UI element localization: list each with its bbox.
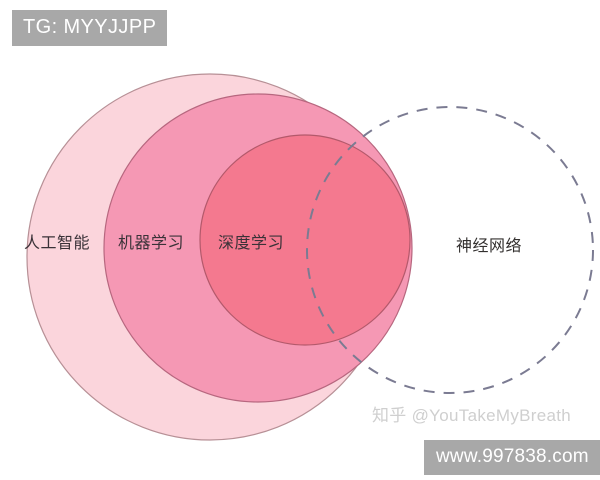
watermark-zhihu-author: 知乎 @YouTakeMyBreath <box>372 406 572 425</box>
label-machine-learning: 机器学习 <box>118 235 185 252</box>
watermark-site-url: www.997838.com <box>424 440 600 475</box>
label-artificial-intelligence: 人工智能 <box>24 235 91 252</box>
watermark-telegram: TG: MYYJJPP <box>12 10 168 46</box>
label-neural-networks: 神经网络 <box>456 238 523 255</box>
label-deep-learning: 深度学习 <box>218 235 285 252</box>
circle-neural-networks <box>306 106 594 394</box>
circle-deep-learning <box>199 134 411 346</box>
